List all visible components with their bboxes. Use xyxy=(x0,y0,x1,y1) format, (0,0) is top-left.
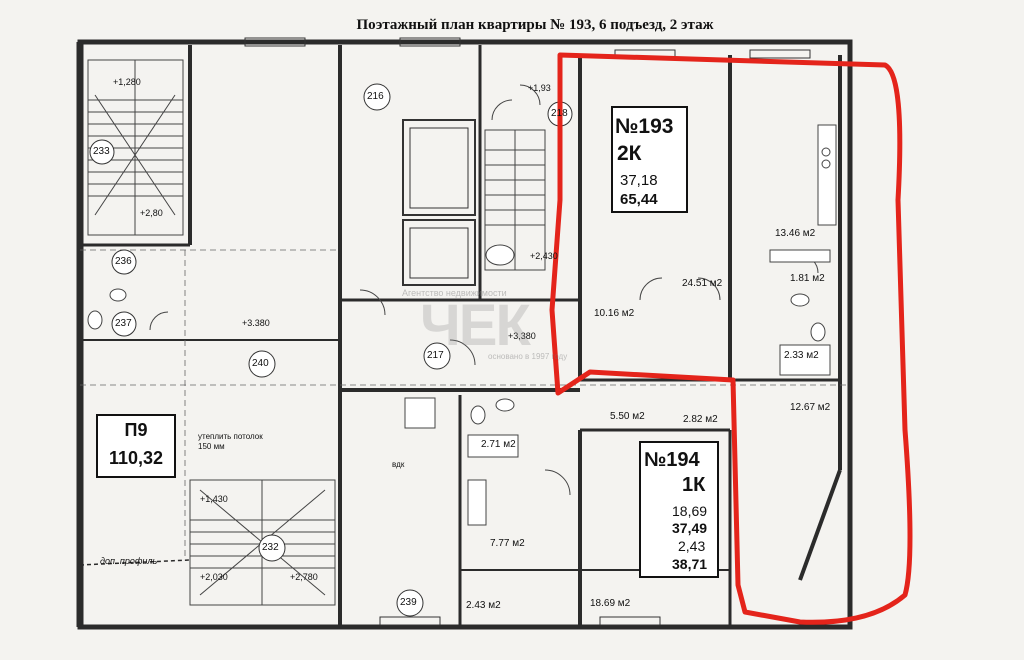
apartment-193-box xyxy=(611,106,688,213)
profile-note: доп. профиль xyxy=(100,556,158,566)
apartment-194-value-3: 2,43 xyxy=(678,538,706,554)
apartment-193-living-area: 37,18 xyxy=(620,172,658,189)
level-mark: +2,430 xyxy=(530,251,558,261)
watermark-founded: основано в 1997 году xyxy=(488,352,568,361)
apartment-194-value-1: 18,69 xyxy=(672,503,708,519)
doors xyxy=(149,84,819,496)
apartment-194-number: №194 xyxy=(644,449,700,471)
level-mark: +2,80 xyxy=(140,208,163,218)
apartment-193-highlight xyxy=(549,52,913,625)
walls xyxy=(76,39,853,630)
room-area: 24.51 м2 xyxy=(682,278,723,289)
room-area: 1.81 м2 xyxy=(790,273,825,284)
plumbing-fixtures xyxy=(87,124,837,526)
commercial-area: 110,32 xyxy=(108,448,164,468)
room-area: 7.77 м2 xyxy=(490,538,525,549)
apartment-193-total-area: 65,44 xyxy=(620,191,658,208)
apartment-193-type: 2К xyxy=(617,142,642,165)
apartment-194-value-2: 37,49 xyxy=(672,520,708,536)
room-area: 18.69 м2 xyxy=(590,598,631,609)
room-number-circles xyxy=(89,83,573,617)
room-area: 2.43 м2 xyxy=(466,600,501,611)
insulation-note: утеплить потолок 150 мм xyxy=(198,432,263,451)
staircase-middle xyxy=(484,129,546,271)
level-mark: +3,380 xyxy=(508,331,536,341)
room-number: 239 xyxy=(400,597,417,608)
room-area: 10.16 м2 xyxy=(594,308,635,319)
commercial-name: П9 xyxy=(124,420,148,440)
room-area: 12.67 м2 xyxy=(790,402,831,413)
level-mark: +1,430 xyxy=(200,494,228,504)
room-number: 236 xyxy=(115,256,132,267)
apartment-193-number: №193 xyxy=(615,115,674,138)
apartment-194-box xyxy=(639,441,719,578)
room-number: 237 xyxy=(115,318,132,329)
elevator-shafts xyxy=(402,119,476,286)
room-number: 217 xyxy=(427,350,444,361)
watermark-agency: Агентство недвижимости xyxy=(402,288,507,298)
room-number: 216 xyxy=(367,91,384,102)
room-area: 2.82 м2 xyxy=(683,414,718,425)
apartment-194-value-4: 38,71 xyxy=(672,556,708,572)
watermark-brand: ЧЕК xyxy=(420,293,531,358)
room-area: 2.33 м2 xyxy=(784,350,819,361)
room-number: 232 xyxy=(262,542,279,553)
room-area: 2.71 м2 xyxy=(481,439,516,450)
room-area: 13.46 м2 xyxy=(775,228,816,239)
room-area: 5.50 м2 xyxy=(610,411,645,422)
room-number: 218 xyxy=(551,108,568,119)
room-number: 233 xyxy=(93,146,110,157)
plan-title: Поэтажный план квартиры № 193, 6 подъезд… xyxy=(356,17,714,33)
apartment-194-type: 1К xyxy=(682,474,706,496)
room-number: 240 xyxy=(252,358,269,369)
level-mark: +2,030 xyxy=(200,572,228,582)
level-mark: +1,93 xyxy=(528,83,551,93)
level-mark: +3.380 xyxy=(242,318,270,328)
duct-note: вдк xyxy=(392,460,405,469)
commercial-box xyxy=(96,414,176,478)
level-mark: +2,780 xyxy=(290,572,318,582)
level-mark: +1,280 xyxy=(113,77,141,87)
